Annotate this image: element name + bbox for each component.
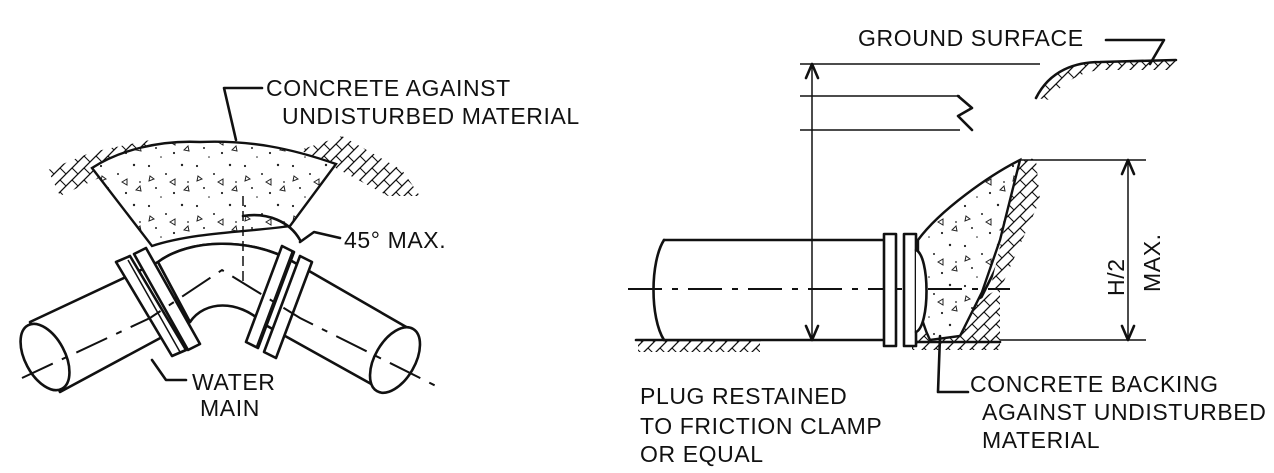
concrete-block [90, 140, 338, 248]
plug-clamp [882, 232, 928, 348]
ground-surface-line [1034, 58, 1178, 100]
ground-leader [1104, 38, 1166, 66]
backing-label-line1: CONCRETE BACKING [970, 371, 1219, 397]
plug-label-line3: OR EQUAL [640, 441, 764, 467]
left-detail: CONCRETE AGAINST UNDISTURBED MATERIAL 45… [19, 75, 580, 421]
backing-leader [936, 334, 970, 394]
height-label-line1: H/2 [1103, 258, 1129, 296]
pipe-label-line1: WATER [192, 369, 276, 395]
pipe-label-line2: MAIN [200, 395, 260, 421]
angle-leader [298, 230, 342, 244]
concrete-label-line1: CONCRETE AGAINST [266, 75, 511, 101]
ground-label: GROUND SURFACE [858, 25, 1084, 51]
backing-label-line2: AGAINST UNDISTURBED [982, 399, 1266, 425]
plug-label-line1: PLUG RESTAINED [640, 383, 847, 409]
pipe-flange-left [114, 246, 202, 358]
plug-label-line2: TO FRICTION CLAMP [640, 413, 882, 439]
soil-hatch-right [300, 136, 420, 196]
half-depth-dimension [1000, 158, 1146, 342]
bottom-hatch-left [638, 340, 760, 352]
trench-wall-hatch [990, 160, 1040, 290]
pipe-centerline [21, 268, 441, 389]
angle-arc [241, 213, 302, 242]
height-label-line2: MAX. [1139, 233, 1165, 292]
water-main-leader [150, 358, 188, 382]
right-detail: GROUND SURFACE H/2 MAX. PLUG RESTAINED T… [628, 25, 1266, 467]
angle-label: 45° MAX. [344, 227, 446, 253]
backing-label-line3: MATERIAL [982, 427, 1100, 453]
depth-dimension [800, 62, 1040, 342]
concrete-leader [222, 86, 264, 142]
pipe-flange-right [244, 244, 314, 360]
concrete-label-line2: UNDISTURBED MATERIAL [282, 103, 580, 129]
ground-surface-hatch [1036, 60, 1176, 100]
